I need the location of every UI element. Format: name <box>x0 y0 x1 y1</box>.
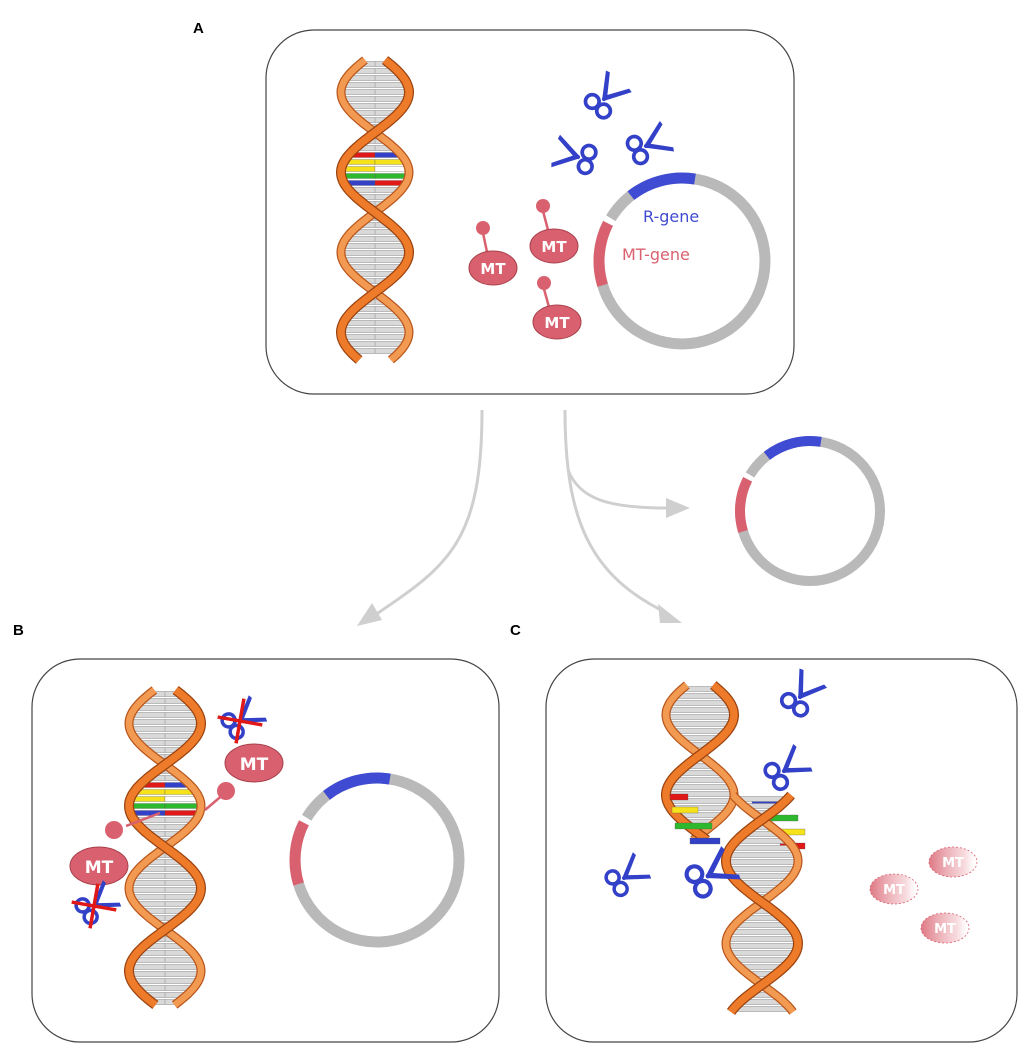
mt-enzyme-fading: MT <box>928 846 978 878</box>
mt-label: MT <box>544 314 570 332</box>
plasmid-gap <box>602 215 617 227</box>
scissors-icon <box>763 743 813 792</box>
panel-c-letter: C <box>510 622 521 639</box>
mt-gene-segment <box>289 820 309 886</box>
mt-enzyme-fading: MT <box>869 873 919 905</box>
plasmid-gap <box>742 472 755 482</box>
arrow-to-c <box>563 409 666 614</box>
dna-strand-front-fill <box>662 682 738 843</box>
mt-label: MT <box>85 858 114 878</box>
restriction-enzymes <box>71 70 828 929</box>
dna-helix-panel-b <box>123 686 207 1009</box>
r-gene-segment <box>763 436 822 460</box>
base-pairs <box>725 796 799 1012</box>
plasmid-panel-a <box>593 172 771 350</box>
dna-strand-back-fill <box>662 682 738 843</box>
dna-strand-front-fill <box>722 792 802 1015</box>
mt-enzyme: MT <box>532 276 582 340</box>
dna-helix-cut-right <box>721 791 804 1015</box>
mt-label: MT <box>541 238 567 256</box>
plasmid-panel-b <box>289 772 465 948</box>
scissors-icon <box>625 121 675 166</box>
r-gene-segment <box>323 772 391 800</box>
arrow-head-c <box>658 604 682 623</box>
panel-a-box <box>265 29 795 395</box>
plasmid-gap <box>298 814 312 826</box>
mt-enzyme-bound: MT <box>69 811 161 886</box>
mt-enzyme-fading: MT <box>920 912 970 944</box>
panel-a-letter: A <box>193 20 204 37</box>
dna-strand-front-fill <box>125 687 205 1008</box>
arrow-to-b <box>374 409 484 617</box>
scissors-icon <box>779 668 828 718</box>
mt-enzyme-bound: MT <box>204 743 284 811</box>
scissors-icon <box>551 134 598 176</box>
mt-label: MT <box>883 883 905 898</box>
mt-gene-segment <box>593 220 614 287</box>
scissors-blocked-icon <box>71 880 122 929</box>
scissors-blocked-icon <box>217 695 268 744</box>
arrow-head-plasmid <box>666 498 690 518</box>
scissors-icon <box>604 852 652 898</box>
mt-gene-segment <box>735 476 753 533</box>
arrow-head-b <box>357 603 382 626</box>
mt-label: MT <box>942 856 964 871</box>
mt-enzyme: MT <box>529 199 579 264</box>
plasmid-ring <box>735 436 885 586</box>
dna-helix-cut-left <box>661 681 806 850</box>
panel-b-letter: B <box>13 622 24 639</box>
arrow-to-plasmid <box>566 469 669 510</box>
dna-strand-front-fill <box>337 57 413 363</box>
scissors-icon <box>684 846 741 899</box>
scissors-icon <box>583 70 632 120</box>
mt-label: MT <box>240 755 269 775</box>
r-gene-segment <box>627 172 696 201</box>
dna-helix-panel-a <box>335 56 415 364</box>
plasmid-released <box>735 436 885 586</box>
mt-enzyme: MT <box>468 221 518 286</box>
r-gene-label: R-gene <box>643 207 699 226</box>
transition-arrows <box>357 409 690 626</box>
mt-gene-label: MT-gene <box>622 245 690 264</box>
mt-label: MT <box>934 922 956 937</box>
mt-label: MT <box>480 260 506 278</box>
